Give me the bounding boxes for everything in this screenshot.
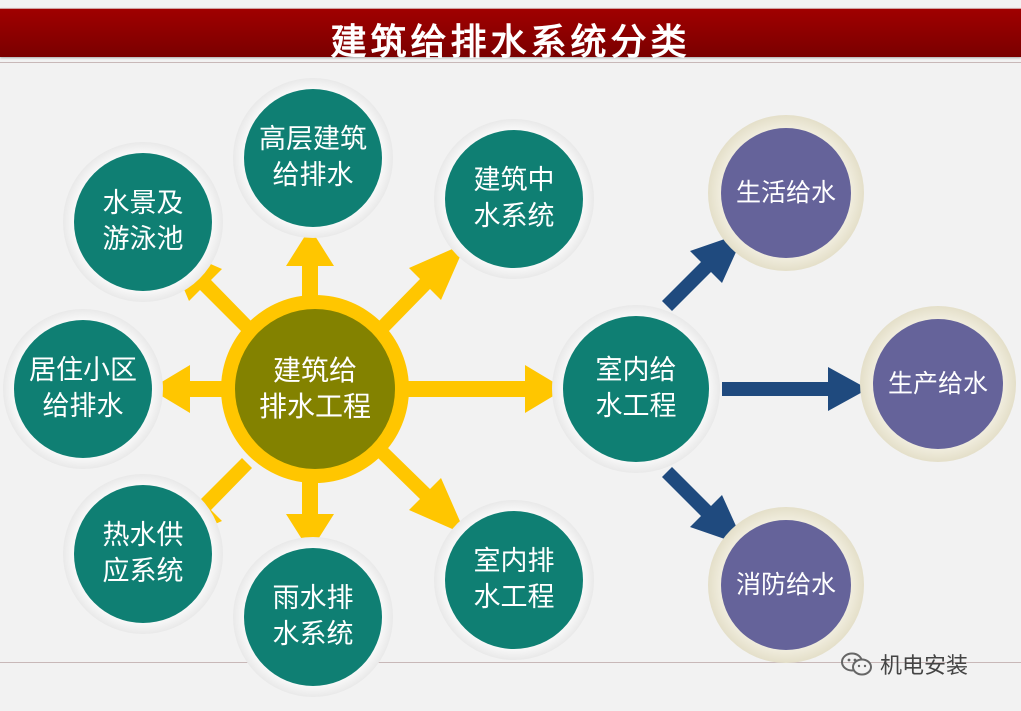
- arrow-to-domestic: [662, 232, 745, 311]
- arrow-to-reclaimed-water: [378, 243, 466, 332]
- arrow-to-rainwater: [286, 480, 334, 552]
- page-title: 建筑给排水系统分类: [330, 21, 691, 63]
- node-circle-domestic: [721, 128, 851, 258]
- node-circle-indoor-drainage: [445, 511, 583, 649]
- node-label-rainwater: 雨水排 水系统: [272, 583, 354, 650]
- arrow-to-production: [722, 367, 868, 411]
- center-node-circle: [235, 309, 395, 469]
- center-node-label: 建筑给 排水工程: [258, 354, 371, 423]
- node-circle-indoor-supply: [563, 316, 709, 462]
- watermark-text: 机电安装: [880, 654, 969, 679]
- node-label-indoor-supply: 室内给 水工程: [595, 355, 677, 422]
- node-label-high-rise: 高层建筑 给排水: [259, 124, 367, 191]
- arrow-to-residential: [150, 365, 226, 413]
- watermark: 机电安装: [840, 648, 968, 680]
- node-circle-hot-water: [74, 485, 212, 623]
- node-label-landscape-pool: 水景及 游泳池: [102, 188, 184, 255]
- node-circle-landscape-pool: [74, 153, 212, 291]
- chat-bubbles-icon: [841, 652, 872, 676]
- arrow-to-indoor-drainage: [378, 448, 466, 535]
- node-label-indoor-drainage: 室内排 水工程: [473, 546, 555, 613]
- node-label-hot-water: 热水供 应系统: [102, 520, 184, 587]
- arrow-to-high-rise: [286, 228, 334, 300]
- node-circle-production: [873, 319, 1003, 449]
- node-label-reclaimed-water: 建筑中 水系统: [473, 165, 555, 232]
- divider-top: [0, 62, 1021, 63]
- node-circle-residential: [14, 320, 152, 458]
- node-label-fire: 消防给水: [735, 570, 836, 599]
- node-label-residential: 居住小区 给排水: [29, 355, 137, 422]
- arrow-to-indoor-supply: [405, 365, 565, 413]
- node-circle-fire: [721, 520, 851, 650]
- node-label-domestic: 生活给水: [735, 178, 836, 207]
- node-circle-high-rise: [244, 89, 382, 227]
- navy-arrows: [662, 232, 868, 546]
- title-bar: 建筑给排水系统分类: [0, 8, 1021, 63]
- divider-bottom: [0, 662, 1021, 663]
- node-label-production: 生产给水: [887, 369, 988, 398]
- node-circle-rainwater: [244, 548, 382, 686]
- arrow-to-fire: [662, 467, 745, 546]
- node-circle-reclaimed-water: [445, 130, 583, 268]
